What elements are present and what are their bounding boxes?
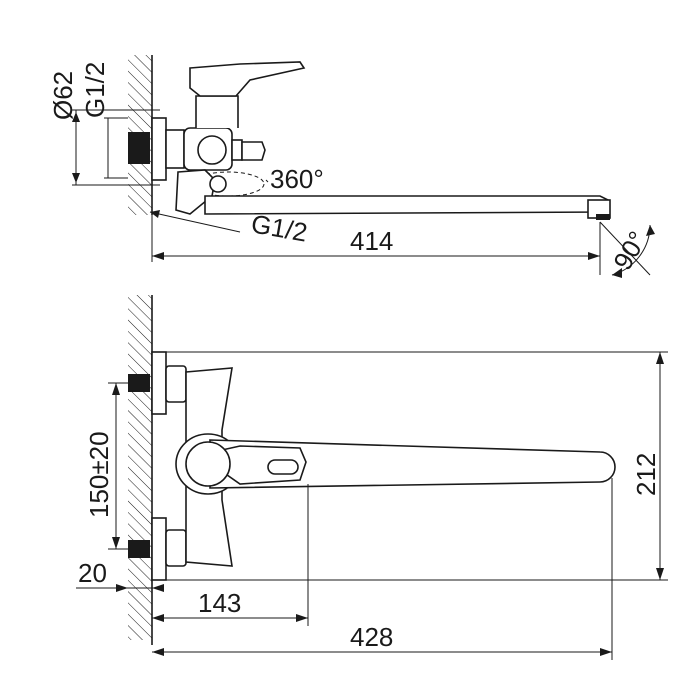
top-view: Ø62 G1/2 360° G1/2 bbox=[48, 55, 655, 278]
rotation-leader bbox=[265, 179, 269, 183]
arrow-414-right bbox=[588, 252, 600, 260]
arrow-angle-a bbox=[612, 268, 622, 278]
spout-swivel bbox=[209, 175, 227, 193]
front-view: 212 150±20 20 143 428 bbox=[76, 295, 668, 660]
label-center-distance: 150±20 bbox=[84, 431, 114, 518]
arrow-150-top bbox=[112, 383, 120, 395]
flange-top bbox=[151, 117, 167, 181]
flange-lower bbox=[151, 517, 167, 581]
nut-top bbox=[165, 129, 185, 169]
arrow-143-right bbox=[296, 614, 308, 622]
diverter-circle bbox=[197, 135, 227, 165]
arrow-20-right bbox=[152, 584, 164, 592]
angle-line-diagonal bbox=[599, 221, 651, 276]
arrow-414-left bbox=[152, 252, 164, 260]
arrow-20-left bbox=[116, 584, 128, 592]
aerator-tip bbox=[596, 214, 610, 220]
nut-upper bbox=[165, 365, 187, 403]
label-body-depth: 143 bbox=[198, 588, 241, 618]
nut-lower bbox=[165, 529, 187, 567]
arrow-212-bottom bbox=[656, 568, 664, 580]
eccentric-fitting-top bbox=[128, 132, 150, 164]
wall-hatch-front bbox=[128, 295, 152, 640]
knob-top bbox=[241, 141, 266, 161]
lever-handle-top bbox=[189, 61, 306, 97]
arrow-diameter-bottom bbox=[72, 173, 80, 183]
lever-slot bbox=[267, 459, 299, 475]
label-spout-length: 414 bbox=[350, 226, 393, 256]
leader-thread-bottom bbox=[149, 211, 241, 233]
arrow-428-right bbox=[600, 648, 612, 656]
handle-cap bbox=[185, 441, 231, 487]
arrow-diameter-top bbox=[72, 112, 80, 122]
arrow-150-bottom bbox=[112, 537, 120, 549]
arrow-212-top bbox=[656, 352, 664, 364]
handle-base-top bbox=[195, 95, 239, 128]
label-height: 212 bbox=[631, 453, 661, 496]
label-total-length: 428 bbox=[350, 622, 393, 652]
label-offset: 20 bbox=[78, 558, 107, 588]
spout-front bbox=[209, 439, 616, 489]
label-diameter: Ø62 bbox=[48, 71, 78, 120]
arrow-thread-bottom bbox=[150, 210, 160, 218]
arrow-143-left bbox=[152, 614, 164, 622]
label-rotation: 360° bbox=[270, 164, 324, 194]
arrow-428-left bbox=[152, 648, 164, 656]
arrow-angle-b bbox=[646, 225, 655, 236]
knob-stem bbox=[231, 139, 243, 161]
label-angle: 90° bbox=[607, 226, 653, 275]
flange-upper bbox=[151, 351, 167, 415]
label-thread-top: G1/2 bbox=[80, 62, 110, 118]
